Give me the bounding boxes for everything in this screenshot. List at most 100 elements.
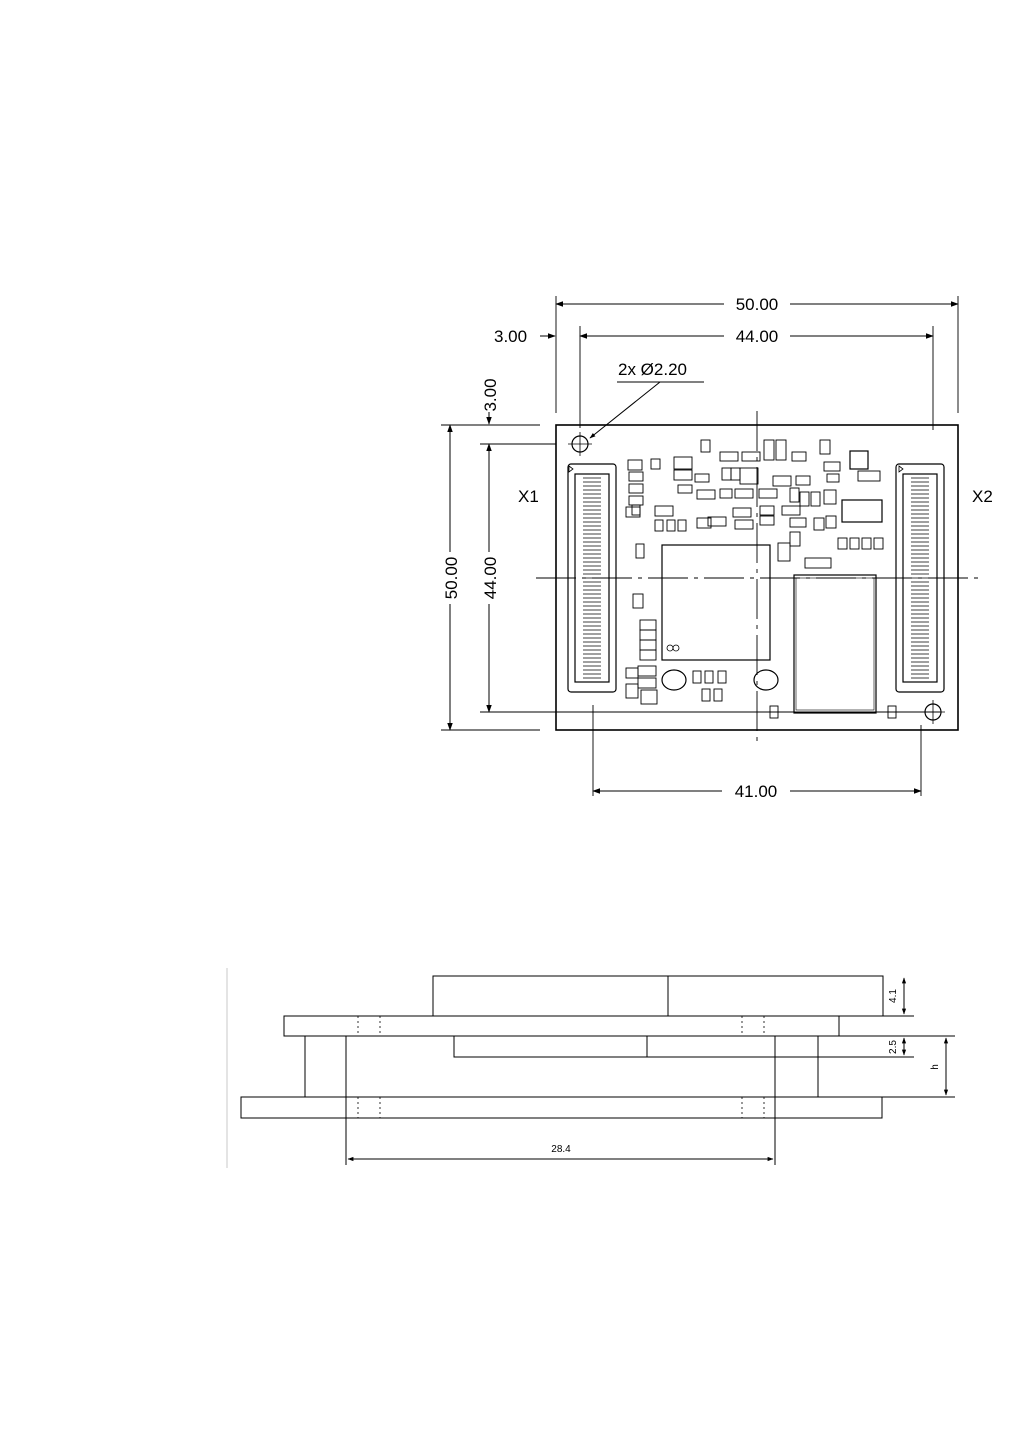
- dim-height-overall: 50.00: [442, 557, 461, 600]
- module-bottom-component: [454, 1036, 818, 1057]
- smd-part: [674, 457, 692, 469]
- smd-part: [720, 489, 732, 498]
- dim-width-overall: 50.00: [736, 295, 779, 314]
- smd-part: [820, 440, 830, 454]
- module-pcb: [284, 1016, 839, 1036]
- dim-stack-height: h: [930, 1064, 941, 1070]
- smd-part: [790, 518, 806, 527]
- smd-part: [792, 452, 806, 461]
- top-view-labels: 50.00 44.00 3.00 3.00 2x Ø2.20 50.00 44.…: [442, 295, 993, 801]
- smd-part: [760, 516, 774, 525]
- carrier-pcb: [241, 1097, 882, 1118]
- smd-part: [731, 468, 740, 480]
- dim-width-holes: 44.00: [736, 327, 779, 346]
- hole-callout: 2x Ø2.20: [618, 360, 687, 379]
- smd-part: [632, 505, 640, 515]
- smd-part: [638, 678, 656, 688]
- smd-part: [629, 484, 643, 493]
- dim-edge-offset-x: 3.00: [494, 327, 527, 346]
- dim-module-height: 4.1: [888, 989, 899, 1003]
- smd-part: [811, 492, 820, 506]
- smd-part: [805, 558, 831, 568]
- smd-part: [667, 520, 675, 531]
- mounting-hole-top-left: [568, 432, 592, 456]
- smd-part: [720, 452, 738, 461]
- smd-part: [693, 671, 701, 683]
- smd-part: [718, 671, 726, 683]
- smd-part: [714, 689, 722, 701]
- smd-part: [705, 671, 713, 683]
- smd-part: [773, 476, 791, 486]
- connector-label-x1: X1: [518, 487, 539, 506]
- dim-height-holes: 44.00: [481, 557, 500, 600]
- smd-part: [651, 459, 660, 469]
- smd-part: [633, 594, 643, 608]
- smd-part: [850, 538, 859, 549]
- smd-part: [776, 440, 786, 460]
- smd-part: [790, 488, 799, 502]
- smd-part: [629, 496, 643, 505]
- smd-components: [626, 440, 896, 718]
- smd-part: [722, 468, 731, 480]
- smd-part: [858, 471, 880, 481]
- connector-label-x2: X2: [972, 487, 993, 506]
- smd-part: [678, 520, 686, 531]
- smd-part: [695, 474, 709, 482]
- memory-module: [794, 575, 876, 713]
- smd-part: [640, 620, 656, 630]
- smd-part: [697, 490, 715, 499]
- hidden-pins: [358, 1016, 764, 1118]
- smd-part: [636, 544, 644, 558]
- smd-part: [759, 489, 777, 498]
- connector-x2: [896, 464, 944, 692]
- smd-part: [702, 689, 710, 701]
- smd-part: [740, 468, 758, 484]
- smd-part: [655, 506, 673, 516]
- smd-part: [826, 516, 836, 528]
- module-heatsink: [433, 976, 883, 1016]
- smd-part: [641, 690, 657, 704]
- smd-part: [640, 650, 656, 660]
- smd-part: [701, 440, 710, 452]
- smd-part: [678, 485, 692, 493]
- smd-part: [782, 506, 800, 515]
- mounting-hole-bottom-right: [921, 700, 945, 724]
- smd-part: [796, 476, 810, 485]
- smd-part: [824, 490, 836, 504]
- smd-part: [824, 462, 840, 471]
- smd-part: [838, 538, 847, 549]
- smd-part: [735, 520, 753, 529]
- side-view: [227, 968, 955, 1168]
- dim-connector-span: 28.4: [551, 1144, 571, 1155]
- smd-part: [629, 472, 643, 481]
- smd-part: [814, 518, 824, 530]
- smd-part: [626, 684, 638, 698]
- smd-part: [733, 508, 751, 517]
- smd-part: [697, 518, 711, 528]
- top-view: [441, 296, 982, 796]
- dim-component-height: 2.5: [888, 1040, 899, 1054]
- smd-part: [764, 440, 774, 460]
- smd-part: [626, 668, 638, 678]
- connector-x1: [568, 464, 616, 692]
- dim-edge-offset-y: 3.00: [481, 378, 500, 411]
- smd-part: [626, 507, 640, 517]
- dim-bottom-span: 41.00: [735, 782, 778, 801]
- smd-part: [640, 630, 656, 640]
- smd-part: [827, 474, 839, 482]
- smd-part: [638, 666, 656, 676]
- smd-part: [640, 640, 656, 650]
- smd-part: [760, 506, 774, 515]
- smd-part: [778, 543, 790, 561]
- smd-part: [790, 532, 800, 546]
- smd-part: [874, 538, 883, 549]
- dimension-lines: [450, 304, 958, 791]
- processor-chip: [662, 545, 770, 660]
- extension-lines: [441, 296, 958, 796]
- smd-part: [862, 538, 871, 549]
- smd-part: [628, 460, 642, 470]
- smd-part: [674, 470, 692, 480]
- smd-part: [800, 492, 809, 506]
- smd-part: [735, 489, 753, 498]
